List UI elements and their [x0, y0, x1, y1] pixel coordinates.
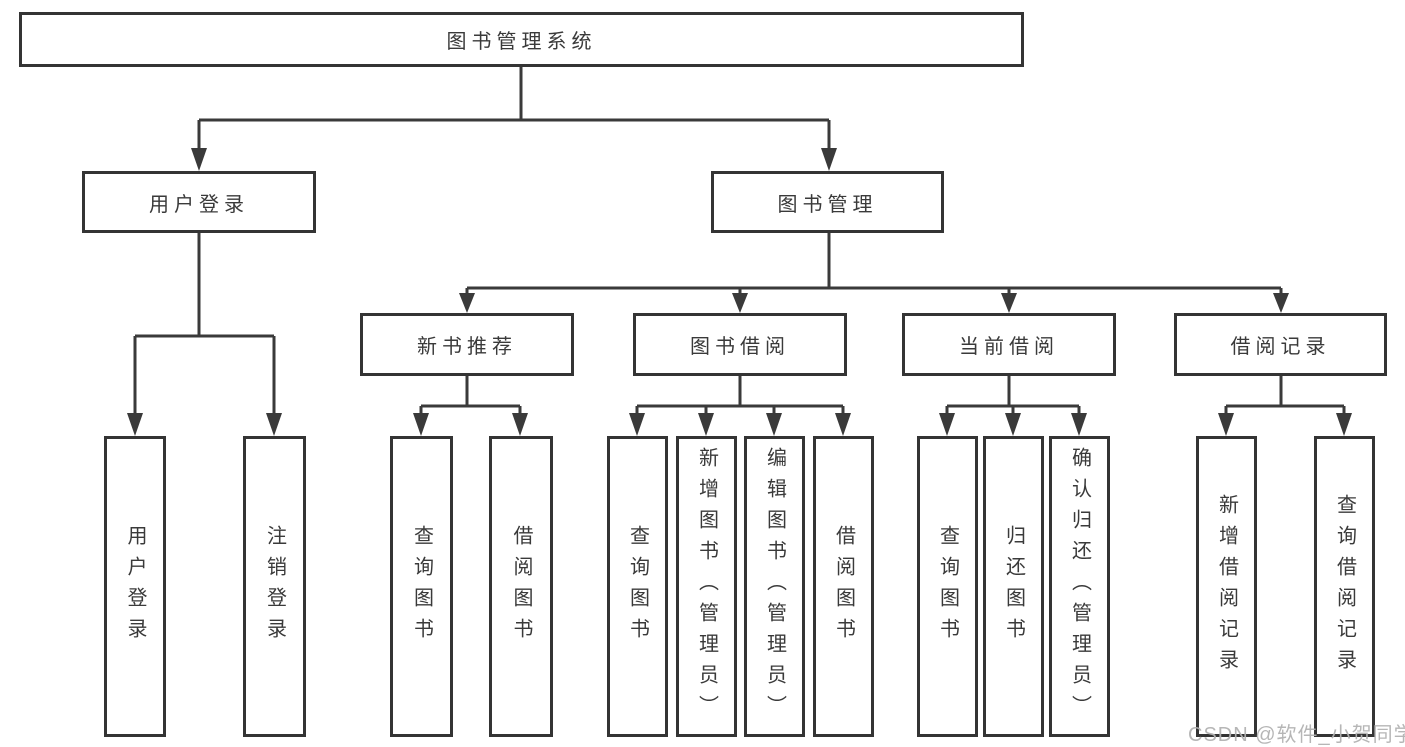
node-current-borrow-label: 当前借阅 [959, 336, 1059, 358]
leaf-borrow-books-recommend-label: 借阅图书 [510, 524, 532, 649]
node-book-borrow: 图书借阅 [633, 313, 847, 376]
node-new-book-recommend-label: 新书推荐 [417, 336, 517, 358]
leaf-borrow-books: 借阅图书 [813, 436, 874, 737]
node-user-login-label: 用户登录 [149, 193, 249, 216]
watermark: CSDN @软件_小贺同学 [1188, 724, 1405, 746]
node-book-management: 图书管理 [711, 171, 944, 233]
leaf-query-borrow-record-label: 查询借阅记录 [1333, 493, 1356, 680]
leaf-confirm-return-admin-label: 确认归还（管理员） [1068, 447, 1091, 726]
leaf-user-login-label: 用户登录 [124, 524, 146, 649]
leaf-logout-label: 注销登录 [263, 524, 286, 649]
leaf-add-books-admin-label: 新增图书（管理员） [695, 447, 718, 726]
leaf-add-borrow-record-label: 新增借阅记录 [1215, 493, 1238, 680]
leaf-query-books-borrow-label: 查询图书 [626, 524, 649, 649]
node-user-login: 用户登录 [82, 171, 316, 233]
node-root-label: 图书管理系统 [446, 31, 597, 53]
leaf-confirm-return-admin: 确认归还（管理员） [1049, 436, 1110, 737]
leaf-query-books-current-label: 查询图书 [936, 524, 959, 649]
leaf-return-books-label: 归还图书 [1002, 524, 1025, 649]
leaf-query-books-borrow: 查询图书 [607, 436, 668, 737]
node-root-system: 图书管理系统 [19, 12, 1024, 67]
node-borrow-records-label: 借阅记录 [1230, 336, 1331, 358]
leaf-edit-books-admin: 编辑图书（管理员） [744, 436, 805, 737]
leaf-add-books-admin: 新增图书（管理员） [676, 436, 737, 737]
connector-paths [133, 67, 1346, 414]
leaf-logout: 注销登录 [243, 436, 306, 737]
leaf-return-books: 归还图书 [983, 436, 1044, 737]
node-new-book-recommend: 新书推荐 [360, 313, 574, 376]
leaf-user-login: 用户登录 [104, 436, 166, 737]
leaf-query-books-recommend: 查询图书 [390, 436, 453, 737]
leaf-query-books-recommend-label: 查询图书 [410, 524, 433, 649]
node-book-borrow-label: 图书借阅 [690, 336, 790, 358]
arrowheads [127, 148, 1352, 436]
leaf-borrow-books-label: 借阅图书 [832, 524, 855, 649]
leaf-add-borrow-record: 新增借阅记录 [1196, 436, 1257, 737]
leaf-borrow-books-recommend: 借阅图书 [489, 436, 553, 737]
leaf-edit-books-admin-label: 编辑图书（管理员） [763, 447, 786, 726]
node-borrow-records: 借阅记录 [1174, 313, 1387, 376]
leaf-query-borrow-record: 查询借阅记录 [1314, 436, 1375, 737]
node-book-management-label: 图书管理 [777, 193, 878, 216]
node-current-borrow: 当前借阅 [902, 313, 1116, 376]
leaf-query-books-current: 查询图书 [917, 436, 978, 737]
